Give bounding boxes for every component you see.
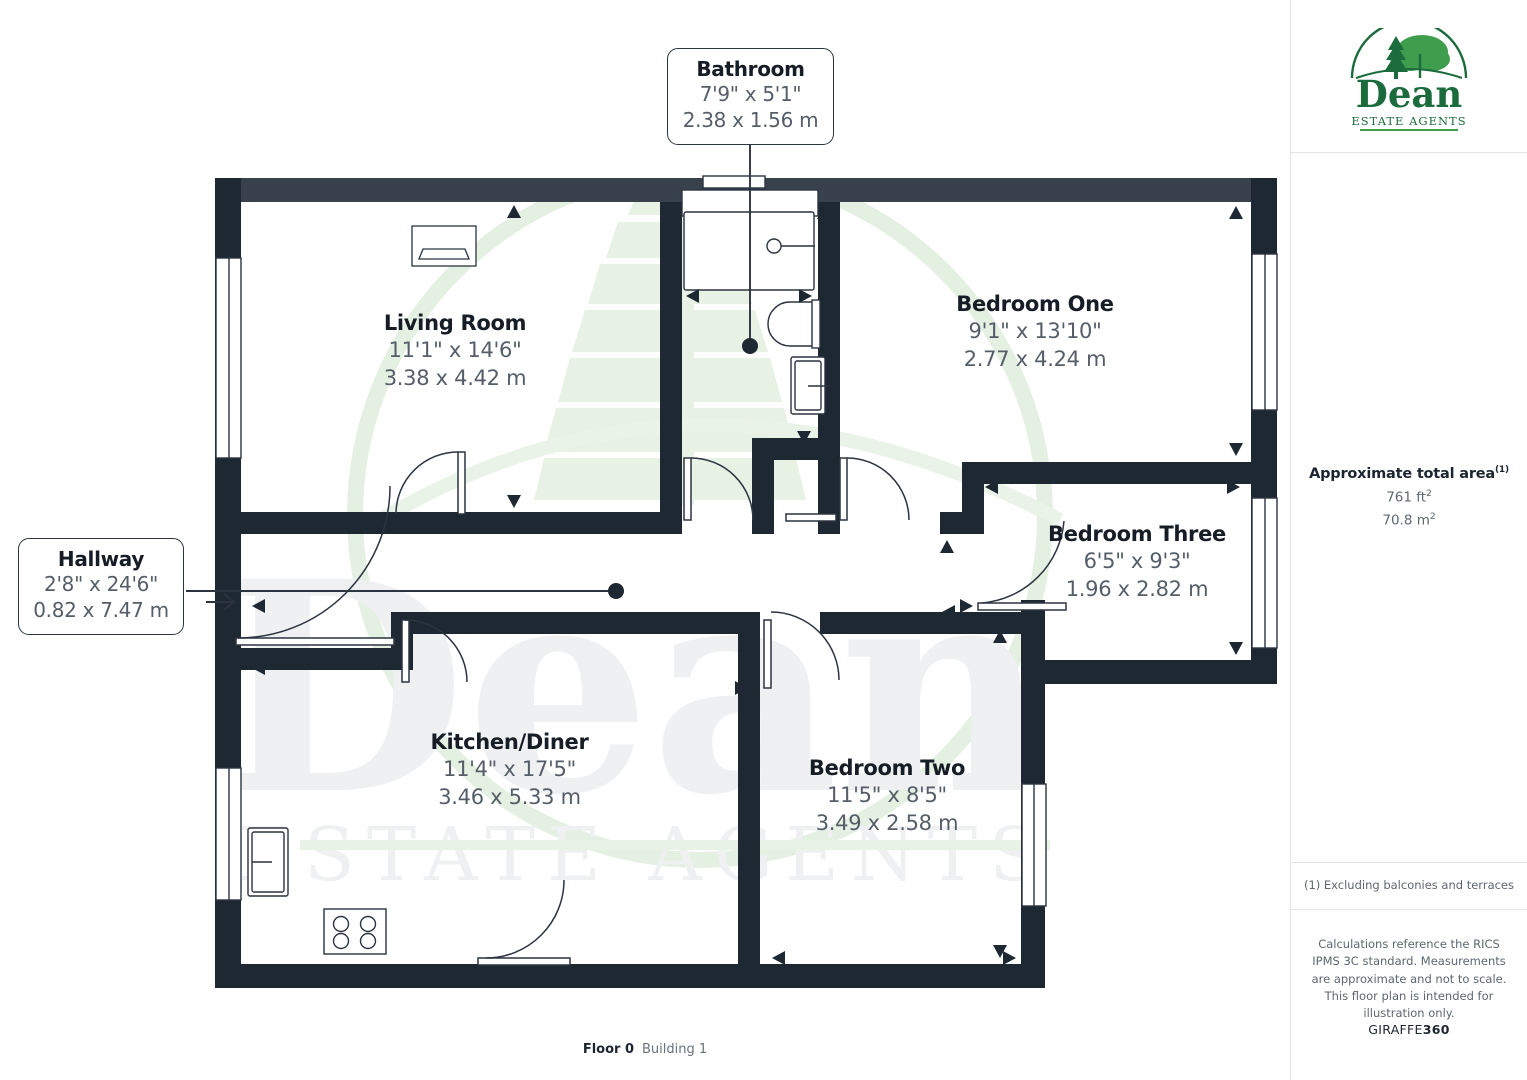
room-metric-bathroom: 2.38 x 1.56 m — [682, 107, 819, 132]
washbasin-icon — [790, 356, 830, 415]
room-name-bathroom: Bathroom — [696, 57, 805, 81]
disclaimer-text: Calculations reference the RICS IPMS 3C … — [1311, 937, 1507, 1020]
dimension-ticks — [250, 205, 1243, 965]
room-metric-living-room: 3.38 x 4.42 m — [383, 365, 527, 390]
watermark-text-dean: Dean — [215, 519, 1050, 859]
bathtub-icon — [683, 211, 815, 291]
door-kitchen-exterior — [477, 879, 571, 966]
area-value-sqft: 761 ft2 — [1291, 489, 1527, 506]
provider-name-suffix: 360 — [1422, 1022, 1450, 1037]
sqm-superscript: 2 — [1429, 512, 1436, 522]
door-bedroom-one — [839, 457, 910, 521]
room-name-bedroom-three: Bedroom Three — [1048, 522, 1226, 546]
footer-building-label: Building 1 — [642, 1042, 708, 1057]
room-imperial-bedroom-one: 9'1" x 13'10" — [968, 319, 1102, 344]
provider-branding: GIRAFFE360 — [1291, 1022, 1527, 1037]
sidebar-disclaimer-section: Calculations reference the RICS IPMS 3C … — [1291, 910, 1527, 1080]
area-sqft-number: 761 ft — [1386, 489, 1427, 506]
room-metric-kitchen-diner: 3.46 x 5.33 m — [438, 784, 581, 809]
brand-underline — [1360, 129, 1458, 131]
door-cupboard — [785, 513, 837, 522]
radiator-icon — [411, 225, 477, 267]
area-title-footnote-marker: (1) — [1495, 465, 1509, 475]
room-label-living-room: Living Room 11'1" x 14'6" 3.38 x 4.42 m — [355, 310, 555, 392]
plan-footer: Floor 0 Building 1 — [0, 1042, 1290, 1057]
callout-hallway[interactable]: Hallway 2'8" x 24'6" 0.82 x 7.47 m — [18, 538, 184, 636]
doors — [235, 451, 1067, 966]
bathroom-leader — [742, 143, 758, 354]
room-metric-bedroom-three: 1.96 x 2.82 m — [1065, 576, 1209, 601]
room-imperial-kitchen-diner: 11'4" x 17'5" — [443, 757, 576, 782]
area-title: Approximate total area(1) — [1291, 465, 1527, 482]
toilet-icon — [767, 299, 821, 349]
footer-floor-label: Floor 0 — [582, 1042, 635, 1057]
room-imperial-hallway: 2'8" x 24'6" — [44, 572, 158, 596]
door-front-entrance — [235, 485, 395, 646]
room-metric-bedroom-one: 2.77 x 4.24 m — [963, 346, 1107, 371]
room-label-bedroom-two: Bedroom Two 11'5" x 8'5" 3.49 x 2.58 m — [792, 755, 982, 837]
sidebar-area-section: Approximate total area(1) 761 ft2 70.8 m… — [1291, 153, 1527, 862]
door-kitchen — [401, 619, 468, 683]
footnote-text: (1) Excluding balconies and terraces — [1303, 878, 1515, 892]
room-name-hallway: Hallway — [57, 547, 145, 571]
watermark-text-agents: ESTATE AGENTS — [238, 812, 1052, 898]
door-bedroom-three — [977, 520, 1067, 611]
room-name-bedroom-one: Bedroom One — [956, 292, 1114, 316]
room-imperial-bedroom-two: 11'5" x 8'5" — [827, 783, 947, 808]
room-metric-hallway: 0.82 x 7.47 m — [33, 597, 169, 622]
kitchen-sink-icon — [247, 827, 289, 897]
area-sqm-number: 70.8 m — [1382, 512, 1430, 529]
windows — [215, 175, 1278, 907]
brand-name: Dean — [1355, 72, 1463, 116]
room-name-bedroom-two: Bedroom Two — [808, 756, 966, 780]
callout-bathroom[interactable]: Bathroom 7'9" x 5'1" 2.38 x 1.56 m — [667, 48, 834, 146]
sqft-superscript: 2 — [1426, 489, 1432, 499]
sidebar-logo-section: Dean ESTATE AGENTS — [1291, 0, 1527, 153]
room-imperial-bathroom: 7'9" x 5'1" — [699, 82, 802, 106]
floor-plan-canvas[interactable]: Dean ESTATE AGENTS — [0, 0, 1290, 1080]
room-label-kitchen-diner: Kitchen/Diner 11'4" x 17'5" 3.46 x 5.33 … — [407, 729, 612, 811]
hob-icon — [323, 908, 387, 955]
tree-logo-icon — [1350, 19, 1468, 80]
area-title-text: Approximate total area — [1309, 465, 1495, 482]
provider-name-prefix: GIRAFFE — [1368, 1022, 1423, 1037]
sidebar-footnote-section: (1) Excluding balconies and terraces — [1291, 862, 1527, 910]
door-bedroom-two — [763, 611, 840, 689]
room-label-bedroom-one: Bedroom One 9'1" x 13'10" 2.77 x 4.24 m — [935, 291, 1135, 373]
entry-arrow-icon — [206, 593, 236, 611]
brand-tagline: ESTATE AGENTS — [1351, 114, 1467, 128]
room-label-bedroom-three: Bedroom Three 6'5" x 9'3" 1.96 x 2.82 m — [1037, 521, 1237, 603]
hallway-leader — [186, 583, 624, 599]
kitchen-fixtures — [247, 827, 387, 955]
room-name-kitchen-diner: Kitchen/Diner — [430, 730, 589, 754]
room-imperial-bedroom-three: 6'5" x 9'3" — [1083, 549, 1191, 574]
door-bathroom — [683, 457, 754, 521]
room-imperial-living-room: 11'1" x 14'6" — [388, 338, 522, 363]
door-living-room — [395, 451, 466, 515]
brand-logo: Dean ESTATE AGENTS — [1334, 19, 1484, 131]
sidebar: Dean ESTATE AGENTS Approximate total are… — [1290, 0, 1527, 1080]
room-name-living-room: Living Room — [383, 311, 527, 335]
room-metric-bedroom-two: 3.49 x 2.58 m — [815, 810, 959, 835]
area-value-sqm: 70.8 m2 — [1291, 512, 1527, 529]
